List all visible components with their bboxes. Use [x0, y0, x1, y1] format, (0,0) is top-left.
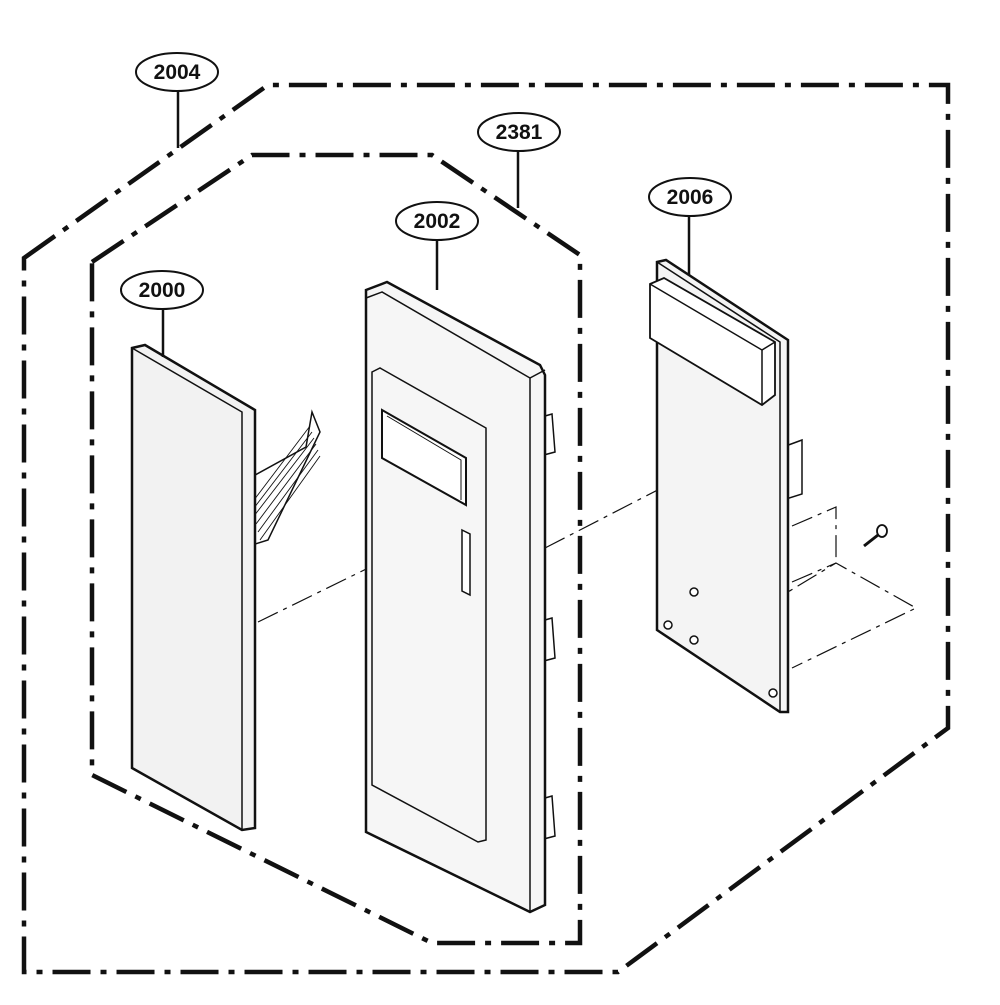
callout-2006: 2006 — [648, 177, 732, 217]
callout-label-2006: 2006 — [667, 186, 714, 209]
callout-2004: 2004 — [135, 52, 219, 92]
part-2006-pcb-assembly — [649, 258, 803, 714]
callout-label-2002: 2002 — [414, 210, 461, 233]
callout-label-2000: 2000 — [139, 279, 186, 302]
part-2000-membrane-sheet — [130, 343, 321, 832]
assembly-boundary-2381 — [89, 152, 583, 946]
part-2002-front-panel — [364, 280, 556, 914]
alignment-centerlines — [257, 461, 918, 669]
callout-2000: 2000 — [120, 270, 204, 310]
callout-2381: 2381 — [477, 112, 561, 152]
callout-label-2381: 2381 — [496, 121, 543, 144]
screw — [863, 524, 888, 548]
assembly-boundary-2004 — [21, 82, 951, 975]
callout-2002: 2002 — [395, 201, 479, 241]
callout-label-2004: 2004 — [154, 61, 201, 84]
leader-lines — [161, 90, 691, 357]
